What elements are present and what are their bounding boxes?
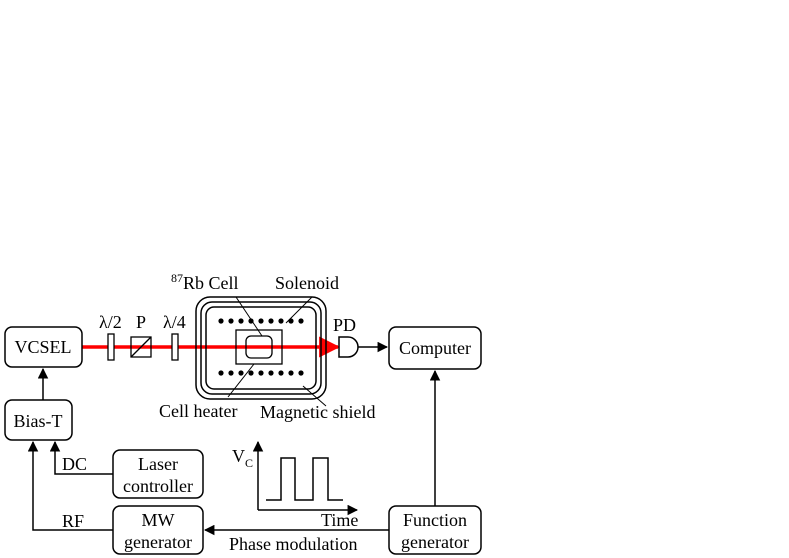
- cell-heater-pointer: [227, 363, 255, 398]
- solenoid-top-windings: [218, 318, 304, 324]
- solenoid-winding-dot: [218, 318, 224, 324]
- magnetic-shield: [195, 296, 327, 400]
- photodiode-label: PD: [333, 315, 356, 335]
- half-wave-plate: [107, 333, 115, 361]
- solenoid-pointer: [285, 296, 313, 324]
- solenoid-winding-dot: [278, 370, 284, 376]
- quarter-wave-plate: [171, 333, 179, 361]
- half-wave-plate-label: λ/2: [99, 312, 122, 332]
- function-generator-block: Function generator: [388, 505, 482, 555]
- photodiode: [338, 336, 359, 358]
- solenoid-winding-dot: [288, 370, 294, 376]
- mw-generator-label-1: MW: [142, 510, 175, 530]
- inset-y-label: VC: [232, 446, 253, 470]
- rb-cell: [245, 335, 273, 359]
- cell-heater-label: Cell heater: [159, 401, 237, 421]
- function-generator-label-2: generator: [401, 532, 469, 552]
- solenoid-winding-dot: [218, 370, 224, 376]
- mw-generator-block: MW generator: [112, 505, 204, 555]
- dc-connection: [49, 440, 113, 475]
- quarter-wave-plate-label: λ/4: [163, 312, 186, 332]
- solenoid-winding-dot: [298, 370, 304, 376]
- solenoid-winding-dot: [258, 318, 264, 324]
- solenoid-winding-dot: [268, 318, 274, 324]
- computer-label: Computer: [399, 338, 471, 358]
- cell-heater: [235, 329, 283, 365]
- solenoid-winding-dot: [268, 370, 274, 376]
- solenoid-winding-dot: [238, 370, 244, 376]
- rb-cell-pointer: [235, 296, 263, 337]
- solenoid-winding-dot: [278, 318, 284, 324]
- rb-cell-label: 87Rb Cell: [171, 271, 239, 293]
- bias-t-block: Bias-T: [4, 399, 73, 441]
- solenoid-winding-dot: [248, 370, 254, 376]
- polarizer-label: P: [136, 312, 146, 332]
- solenoid-winding-dot: [238, 318, 244, 324]
- phase-modulation-label: Phase modulation: [229, 534, 358, 554]
- magnetic-shield-pointer: [302, 385, 327, 407]
- laser-controller-label-1: Laser: [138, 454, 178, 474]
- solenoid-label: Solenoid: [275, 273, 339, 293]
- magnetic-shield-label: Magnetic shield: [260, 402, 375, 422]
- laser-controller-label-2: controller: [123, 476, 193, 496]
- bias-t-label: Bias-T: [14, 411, 63, 431]
- inset-pulse-train: [266, 457, 343, 501]
- dc-label: DC: [62, 454, 87, 474]
- computer-block: Computer: [388, 326, 482, 370]
- solenoid-winding-dot: [228, 370, 234, 376]
- rf-label: RF: [62, 511, 84, 531]
- control-voltage-inset-plot: VC Time: [232, 440, 358, 530]
- laser-controller-block: Laser controller: [112, 449, 204, 499]
- function-generator-label-1: Function: [403, 510, 467, 530]
- polarizer: [130, 336, 152, 358]
- solenoid-winding-dot: [298, 318, 304, 324]
- solenoid-bottom-windings: [218, 370, 304, 376]
- rf-connection: [27, 440, 113, 531]
- vcsel-block: VCSEL: [4, 326, 83, 368]
- solenoid-winding-dot: [228, 318, 234, 324]
- inset-x-label: Time: [321, 510, 358, 530]
- vcsel-label: VCSEL: [14, 337, 71, 357]
- mw-generator-label-2: generator: [124, 532, 192, 552]
- solenoid-winding-dot: [258, 370, 264, 376]
